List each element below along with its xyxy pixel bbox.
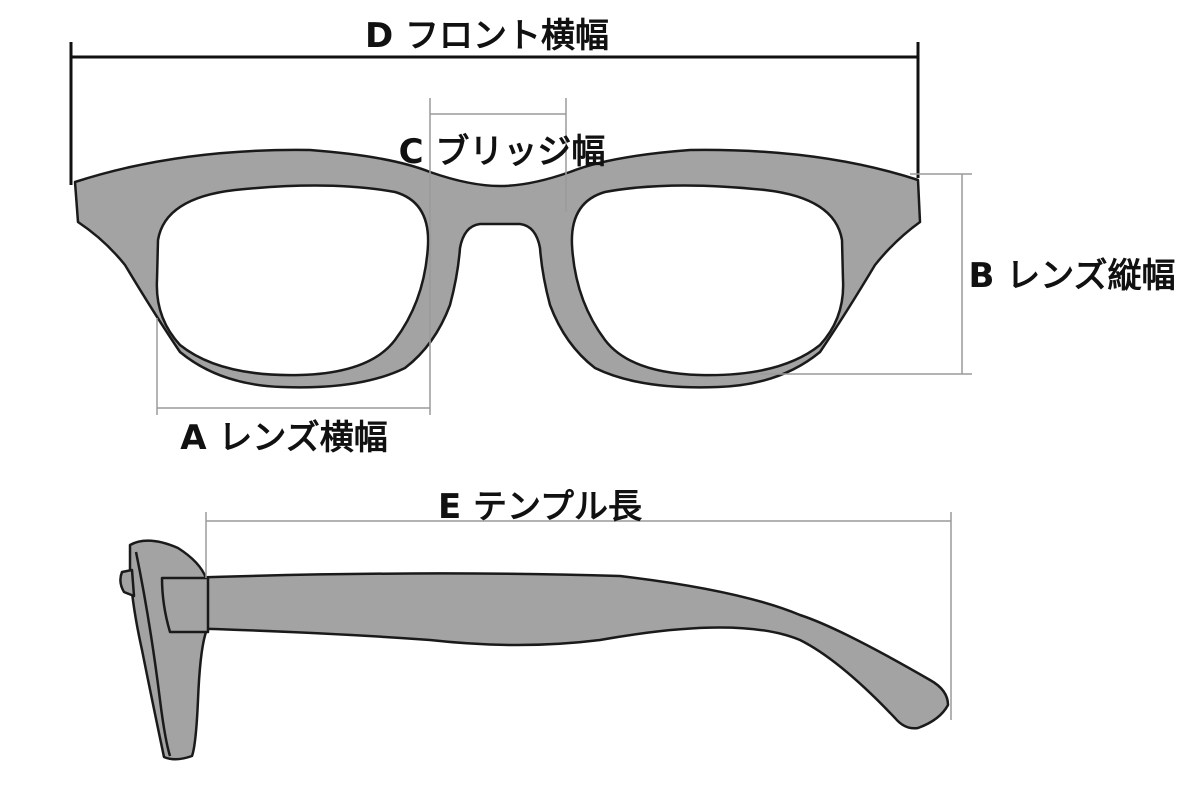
temple-length-dimension <box>205 512 952 720</box>
glasses-front-view <box>73 148 922 389</box>
glasses-side-view <box>119 539 950 761</box>
bridge-width-dimension <box>429 98 567 415</box>
rim-inner-edge <box>134 551 172 757</box>
nose-pad <box>119 568 136 598</box>
lens-width-dimension <box>156 318 430 415</box>
lens-height-dimension <box>760 173 972 375</box>
bridge-width-label: C ブリッジ幅 <box>399 132 606 172</box>
temple-length-label: E テンプル長 <box>438 487 643 527</box>
front-width-label: D フロント横幅 <box>365 16 609 56</box>
right-lens <box>570 184 845 377</box>
lens-width-label: A レンズ横幅 <box>180 418 387 458</box>
lens-height-label: B レンズ縦幅 <box>968 256 1175 296</box>
hinge-block <box>160 576 210 634</box>
left-lens <box>155 184 430 377</box>
temple-arm <box>178 572 950 730</box>
front-width-dimension <box>69 42 920 185</box>
